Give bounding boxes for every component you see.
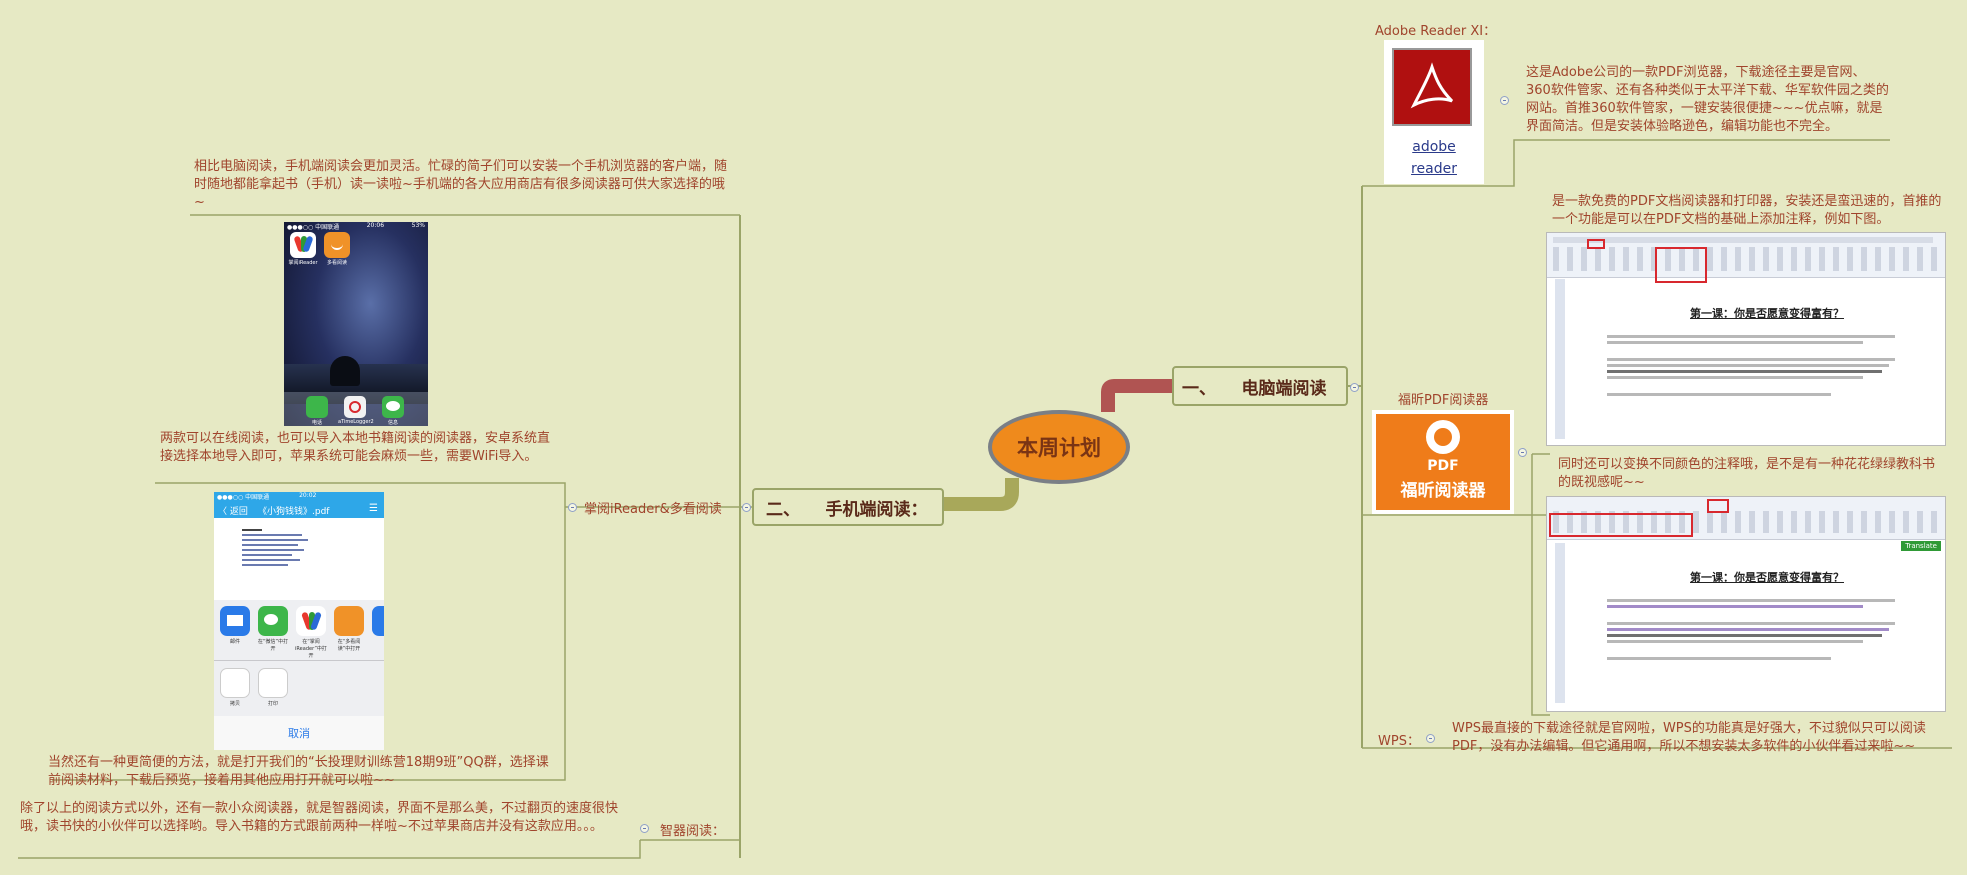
copy-icon[interactable]: [220, 668, 250, 698]
zhimei-description: 除了以上的阅读方式以外，还有一款小众阅读器，就是智器阅读，界面不是那么美，不过翻…: [20, 801, 619, 834]
color-tab-box: [1707, 499, 1729, 513]
foxit-label: 福昕PDF阅读器: [1398, 393, 1489, 408]
doc-title-2: 第一课：你是否愿意变得富有？: [1690, 571, 1844, 584]
phone2-header: ●●●○○ 中国联通 20:02 〈 返回 《小狗钱钱》.pdf ☰: [214, 492, 384, 518]
phone1-battery: 53%: [411, 222, 425, 229]
pc-reading-node[interactable]: 一、 电脑端阅读: [1172, 366, 1348, 406]
foxit-logo-pdf: PDF: [1427, 458, 1459, 474]
share-cancel-button[interactable]: 取消: [214, 716, 384, 750]
foxit-logo: PDF 福昕阅读器: [1376, 414, 1510, 510]
wps-description: WPS最直接的下载途径就是官网啦，WPS的功能真是好强大，不过貌似只可以阅读PD…: [1452, 721, 1926, 754]
messages-app-icon[interactable]: [382, 396, 404, 418]
doc-title-1: 第一课：你是否愿意变得富有？: [1690, 307, 1844, 320]
annotation-highlight-box: [1655, 247, 1707, 283]
dock-label-atimelogger: aTimeLogger2: [338, 419, 374, 425]
foxit-description-2: 同时还可以变换不同颜色的注释哦，是不是有一种花花绿绿教科书的既视感呢~~: [1558, 457, 1936, 490]
adobe-reader-link[interactable]: adobe reader: [1384, 136, 1484, 180]
share-sheet: 邮件 在“微信”中打开 在“掌阅iReader”中打开 在“多看阅读”中打开 拷…: [214, 600, 384, 750]
duokan-share-icon[interactable]: [334, 606, 364, 636]
dock-label-messages: 信息: [387, 420, 398, 426]
pc-reading-title: 一、 电脑端阅读: [1182, 378, 1327, 399]
phone1-dock: 电话 aTimeLogger2 信息: [284, 392, 428, 426]
wechat-share-icon[interactable]: [258, 606, 288, 636]
phone-home-screenshot: ●●●○○ 中国联通 20:06 53% 掌阅iReader 多看阅读 电话 a…: [284, 222, 428, 426]
phone2-time: 20:02: [299, 492, 317, 499]
ribbon-toolbar-2: [1547, 497, 1945, 540]
phone2-back-button[interactable]: 〈 返回: [218, 507, 248, 517]
ireader-description-2: 当然还有一种更简便的方法，就是打开我们的“长投理财训练营18期9班”QQ群，选择…: [48, 755, 549, 788]
central-topic[interactable]: 本周计划: [988, 410, 1130, 484]
foxit-logo-name: 福昕阅读器: [1400, 481, 1486, 501]
zhimei-collapse-icon[interactable]: [640, 824, 649, 833]
color-annotation-box: [1549, 513, 1693, 537]
foxit-annotation-screenshot: 第一课：你是否愿意变得富有？: [1546, 232, 1946, 446]
print-label: 打印: [267, 701, 278, 707]
share-cancel-label: 取消: [288, 727, 310, 740]
share-label-mail: 邮件: [229, 639, 240, 645]
foxit-fox-icon: [1426, 420, 1460, 454]
phone2-doc-title: 《小狗钱钱》.pdf: [258, 507, 330, 517]
wps-label: WPS：: [1378, 734, 1420, 749]
adobe-description: 这是Adobe公司的一款PDF浏览器，下载途径主要是官网、360软件管家、还有各…: [1526, 65, 1889, 134]
mobile-reading-node[interactable]: 二、 手机端阅读：: [752, 488, 944, 526]
wps-collapse-icon[interactable]: [1426, 734, 1435, 743]
ireader-app-label: 掌阅iReader: [288, 260, 318, 266]
translate-badge: Translate: [1901, 541, 1941, 551]
central-topic-label: 本周计划: [1017, 436, 1101, 460]
mail-share-icon[interactable]: [220, 606, 250, 636]
foxit-description-1: 是一款免费的PDF文档阅读器和打印器，安装还是蛮迅速的，首推的一个功能是可以在P…: [1552, 194, 1942, 227]
ireader-app-icon[interactable]: [290, 232, 316, 258]
phone1-time: 20:06: [366, 222, 385, 229]
share-label-duokan: 在“多看阅读”中打开: [337, 639, 361, 652]
ireader-share-icon[interactable]: [296, 606, 326, 636]
phone1-carrier: ●●●○○ 中国联通: [287, 224, 340, 231]
duokan-app-label: 多看阅读: [326, 260, 347, 266]
adobe-icon-card[interactable]: adobe reader: [1384, 40, 1484, 184]
annotation-tab-box: [1587, 239, 1605, 249]
dock-label-phone: 电话: [311, 420, 322, 426]
phone1-status-bar: ●●●○○ 中国联通 20:06 53%: [284, 222, 428, 231]
phone2-doc-toc: [242, 526, 322, 569]
mobile-intro: 相比电脑阅读，手机端阅读会更加灵活。忙碌的简子们可以安装一个手机浏览器的客户端，…: [194, 159, 728, 210]
atimelogger-app-icon[interactable]: [344, 396, 366, 418]
print-icon[interactable]: [258, 668, 288, 698]
mobile-connector: [942, 478, 1019, 511]
ireader-description-1: 两款可以在线阅读，也可以导入本地书籍阅读的阅读器，安卓系统直接选择本地导入即可，…: [160, 431, 551, 464]
phone-share-screenshot: ●●●○○ 中国联通 20:02 〈 返回 《小狗钱钱》.pdf ☰ 邮件 在“…: [214, 492, 384, 750]
ribbon-toolbar: [1547, 233, 1945, 278]
adobe-reader-icon: [1392, 48, 1472, 126]
ireader-collapse-icon[interactable]: [568, 503, 577, 512]
zhimei-label: 智器阅读：: [660, 824, 726, 839]
mobile-branch-collapse-icon[interactable]: [742, 503, 751, 512]
share-label-ireader: 在“掌阅iReader”中打开: [295, 639, 327, 659]
share-label-wechat: 在“微信”中打开: [257, 639, 289, 652]
adobe-link-line2: reader: [1411, 161, 1457, 177]
mobile-reading-title: 二、 手机端阅读：: [766, 499, 928, 520]
duokan-app-icon[interactable]: [324, 232, 350, 258]
pc-connector: [1101, 379, 1174, 412]
adobe-collapse-icon[interactable]: [1500, 96, 1509, 105]
ireader-label: 掌阅iReader&多看阅读: [584, 502, 722, 517]
adobe-link-line1: adobe: [1412, 139, 1456, 155]
foxit-color-annotation-screenshot: Translate 第一课：你是否愿意变得富有？: [1546, 496, 1946, 712]
more-share-icon[interactable]: [372, 606, 384, 636]
foxit-logo-card[interactable]: PDF 福昕阅读器: [1372, 410, 1514, 514]
menu-icon[interactable]: ☰: [369, 503, 378, 514]
phone-app-icon[interactable]: [306, 396, 328, 418]
pc-branch-collapse-icon[interactable]: [1350, 383, 1359, 392]
copy-label: 拷贝: [229, 701, 240, 707]
phone2-carrier: ●●●○○ 中国联通: [217, 494, 270, 501]
foxit-collapse-icon[interactable]: [1518, 448, 1527, 457]
adobe-label: Adobe Reader XI：: [1375, 24, 1497, 39]
